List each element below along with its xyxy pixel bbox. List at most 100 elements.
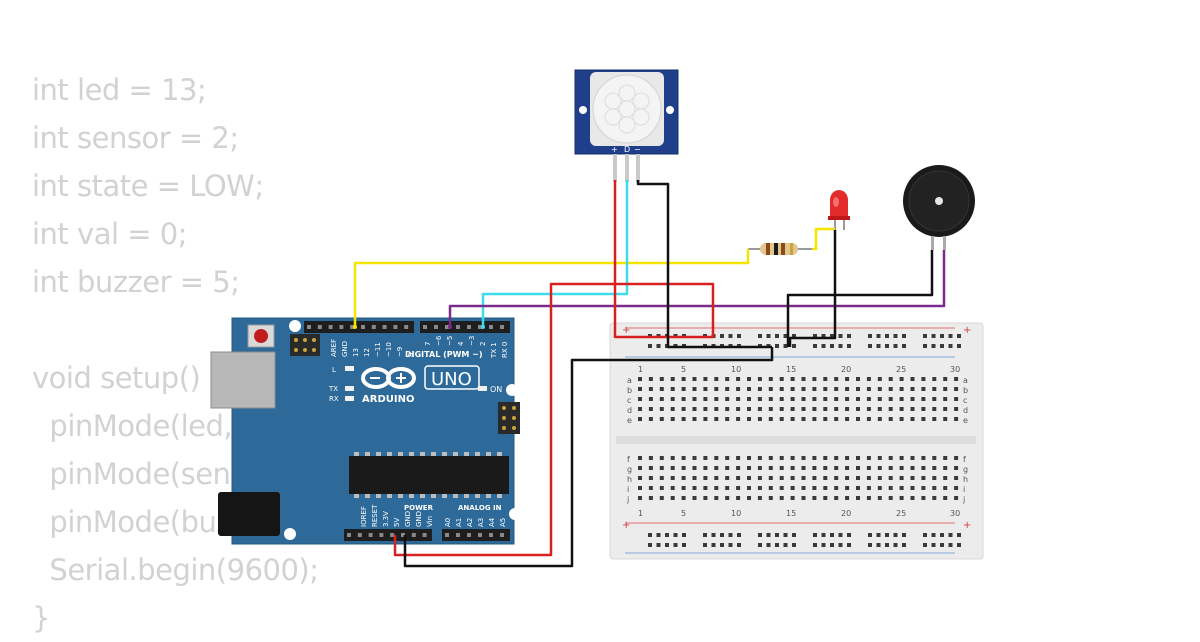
- rx-led-label: RX: [329, 395, 339, 403]
- pin-label: ~10: [385, 342, 393, 357]
- column-number: 25: [896, 509, 906, 518]
- pin-label: 13: [352, 348, 360, 357]
- row-letter: h: [963, 475, 968, 484]
- pin-label: 2: [479, 342, 487, 346]
- digital-header-left: [304, 321, 414, 333]
- code-line: int state = LOW;: [32, 169, 264, 203]
- code-line: int sensor = 2;: [32, 121, 239, 155]
- header-pins: [307, 325, 504, 537]
- red-led: [828, 190, 850, 232]
- board-model: UNO: [431, 369, 472, 390]
- power-pin-labels: IOREF RESET 3.3V 5V GND GND Vin A0 A1 A2…: [360, 504, 507, 527]
- row-letter: e: [627, 416, 632, 425]
- code-line: Serial.begin(9600);: [32, 553, 319, 587]
- pin-label: IOREF: [360, 506, 368, 527]
- power-header: [344, 529, 432, 541]
- rx-led: [345, 396, 354, 401]
- pin-label: 3.3V: [382, 511, 390, 527]
- row-letter: g: [627, 465, 632, 474]
- pin-label: A2: [466, 518, 474, 527]
- wire-black: [403, 347, 774, 568]
- pin-label: 7: [424, 342, 432, 346]
- wire-cyan: [481, 180, 629, 327]
- analog-in-label: ANALOG IN: [458, 504, 502, 512]
- power-label: POWER: [404, 504, 434, 512]
- row-letter: b: [627, 386, 632, 395]
- pin-label: A5: [499, 518, 507, 527]
- pin-label: 4: [457, 341, 465, 346]
- column-number: 15: [786, 509, 796, 518]
- pin-label: RESET: [371, 504, 379, 527]
- code-line: }: [32, 601, 50, 635]
- arduino-logo: [361, 367, 416, 389]
- code-line: int val = 0;: [32, 217, 187, 251]
- wire-black: [786, 250, 934, 347]
- arduino-uno-board: AREF GND 13 12 ~11 ~10 ~9 8 7 ~6 ~5 4 ~3…: [210, 317, 521, 545]
- digital-header-right: [420, 321, 510, 333]
- row-letter: f: [627, 455, 630, 464]
- digital-pin-labels: AREF GND 13 12 ~11 ~10 ~9 8 7 ~6 ~5 4 ~3…: [330, 335, 509, 359]
- wire-purple: [448, 250, 946, 327]
- row-letter: g: [963, 465, 968, 474]
- row-letter: f: [963, 455, 966, 464]
- piezo-buzzer: [903, 165, 975, 250]
- wire-yellow: [812, 227, 835, 251]
- pin-label: GND: [404, 511, 412, 527]
- on-led-label: ON: [490, 385, 502, 394]
- code-line: int buzzer = 5;: [32, 265, 240, 299]
- wire-yellow: [353, 249, 750, 327]
- rail-plus-label: +: [622, 520, 630, 531]
- wire-black: [788, 230, 837, 347]
- pin-label: Vin: [426, 516, 434, 527]
- row-letter: h: [627, 475, 632, 484]
- row-letter: j: [962, 495, 965, 504]
- microcontroller-chip: [349, 456, 509, 494]
- row-letter: a: [963, 376, 968, 385]
- column-number: 30: [950, 509, 960, 518]
- column-number: 10: [731, 509, 741, 518]
- usb-port: [210, 351, 276, 409]
- analog-header: [442, 529, 510, 541]
- pin-label: ~6: [435, 335, 443, 346]
- resistor: [748, 243, 812, 255]
- row-letter: b: [963, 386, 968, 395]
- row-letter: d: [627, 406, 632, 415]
- rail-plus-label: +: [963, 520, 971, 531]
- power-jack: [218, 492, 280, 536]
- pin-label: A4: [488, 517, 496, 527]
- pin-label: 5V: [393, 518, 401, 527]
- wire-black: [636, 180, 772, 349]
- row-letter: j: [626, 495, 629, 504]
- column-number: 1: [638, 509, 643, 518]
- pin-label: RX 0: [501, 342, 509, 358]
- column-number: 20: [841, 509, 851, 518]
- pin-label: TX 1: [490, 342, 498, 359]
- tx-led-label: TX: [328, 385, 338, 393]
- pir-pin-label: −: [634, 145, 641, 154]
- column-number: 20: [841, 365, 851, 374]
- row-letter: c: [963, 396, 967, 405]
- pir-pin-label: +: [611, 145, 618, 154]
- pin-label: A3: [477, 518, 485, 527]
- code-line: int led = 13;: [32, 73, 207, 107]
- column-number: 30: [950, 365, 960, 374]
- column-number: 15: [786, 365, 796, 374]
- l-led-label: L: [332, 366, 336, 374]
- row-letter: i: [963, 485, 965, 494]
- pin-label: ~3: [468, 336, 476, 346]
- breadboard: + + + + 1 5 10 15 20 25 30 1 5 10 15 20 …: [609, 322, 984, 560]
- digital-pwm-label: DIGITAL (PWM ~): [405, 350, 483, 359]
- row-letter: e: [963, 416, 968, 425]
- l-led: [345, 366, 354, 371]
- pin-label: A1: [455, 518, 463, 527]
- pin-label: A0: [444, 518, 452, 527]
- rail-plus-label: +: [622, 325, 630, 336]
- rail-plus-label: +: [963, 325, 971, 336]
- pir-sensor: + D −: [574, 69, 679, 182]
- pin-label: 8: [407, 353, 415, 357]
- wires: [353, 180, 946, 568]
- row-letter: a: [627, 376, 632, 385]
- column-number: 25: [896, 365, 906, 374]
- code-line: void setup() {: [32, 361, 228, 395]
